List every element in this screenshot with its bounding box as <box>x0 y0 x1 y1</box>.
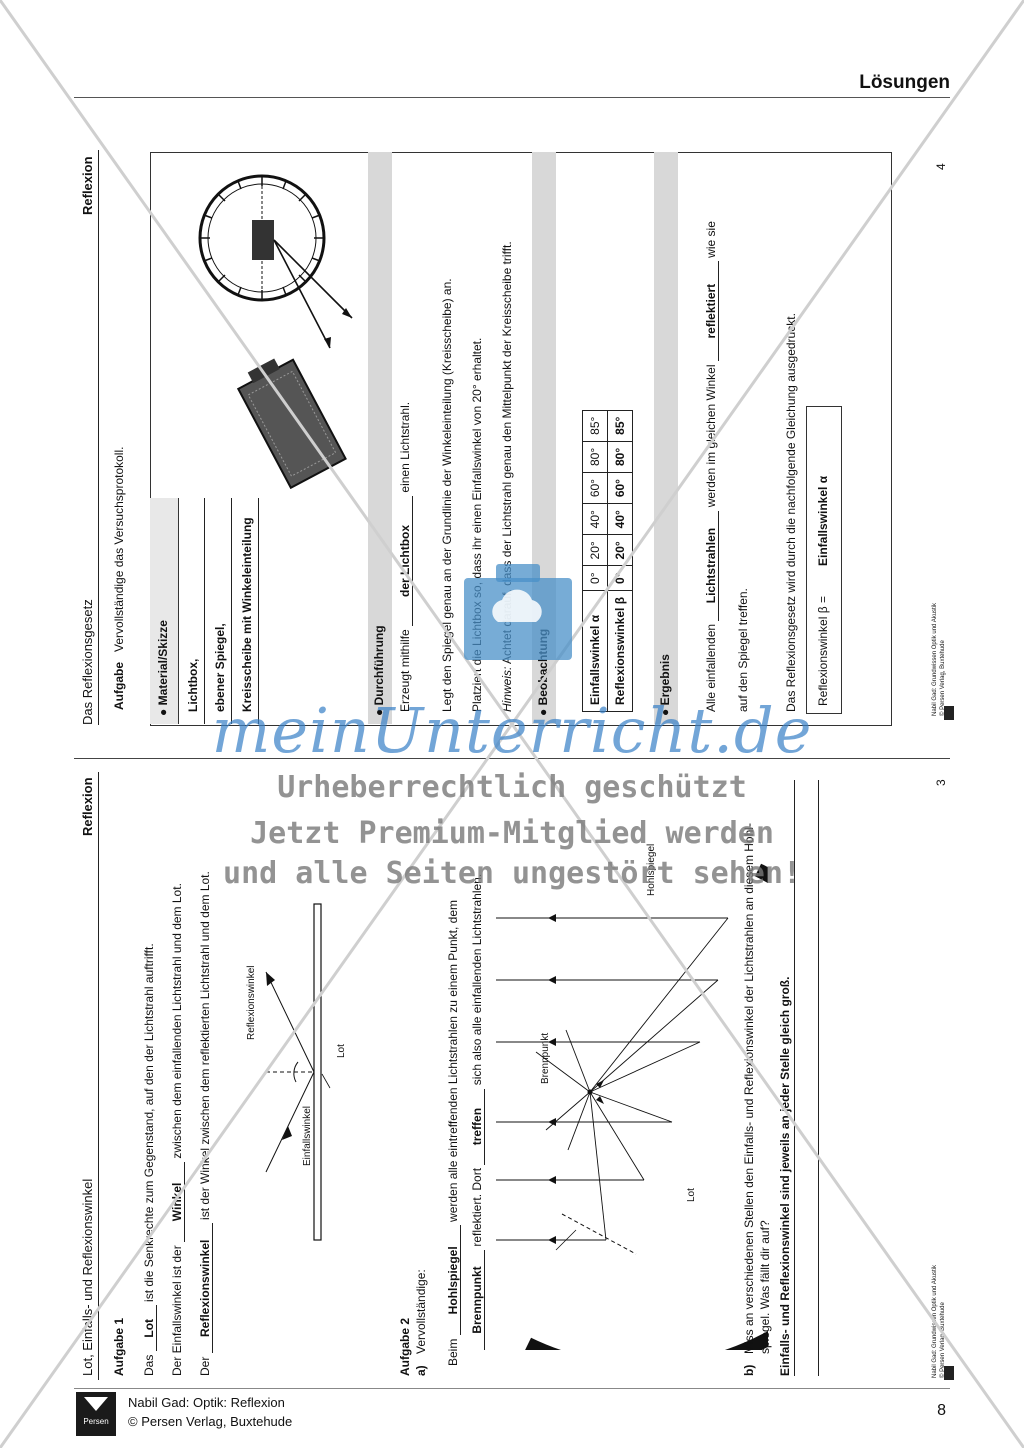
material-rule-1 <box>204 498 205 724</box>
focal-point <box>587 1089 593 1095</box>
page-divider <box>74 758 950 759</box>
answer-line-2 <box>818 780 819 1376</box>
watermark-line-1: Urheberrechtlich geschützt <box>277 770 747 805</box>
watermark-line-3: und alle Seiten ungestört sehen! <box>223 856 801 891</box>
persen-logo-text: Persen <box>83 1417 109 1426</box>
material-box <box>150 498 179 724</box>
header-rule <box>74 97 950 98</box>
persen-logo: Persen <box>76 1392 116 1436</box>
watermark-line-2: Jetzt Premium-Mitglied werden <box>250 816 774 851</box>
watermark-folder-icon <box>460 560 576 664</box>
right-page-header-rule <box>98 150 99 725</box>
footer-line-1: Nabil Gad: Optik: Reflexion <box>128 1395 285 1410</box>
material-rule-2 <box>231 498 232 724</box>
material-rule-3 <box>258 498 259 724</box>
left-page-header-rule <box>98 772 99 1380</box>
plane-mirror-diagram <box>265 903 331 1241</box>
right-persen-mini-logo <box>944 706 954 720</box>
ergebnis-bar <box>654 152 678 724</box>
answer-line-1 <box>794 780 795 1376</box>
page-title: Lösungen <box>859 72 950 93</box>
mirror-block <box>252 220 274 260</box>
protocol-frame <box>150 152 892 726</box>
equation-box <box>806 406 842 714</box>
lot-dashed <box>561 1213 637 1255</box>
footer-rule <box>74 1388 950 1389</box>
footer-page-number: 8 <box>937 1402 946 1419</box>
parallel-rays <box>496 917 729 1241</box>
concave-mirror-diagram <box>496 863 768 1350</box>
footer-line-2: © Persen Verlag, Buxtehude <box>128 1414 293 1429</box>
watermark-brand: meinUnterricht.de <box>211 694 813 767</box>
reflected-ray <box>265 971 315 1073</box>
incident-ray <box>265 1071 315 1173</box>
durchfuehrung-bar <box>368 152 392 724</box>
left-persen-mini-logo <box>944 1366 954 1380</box>
